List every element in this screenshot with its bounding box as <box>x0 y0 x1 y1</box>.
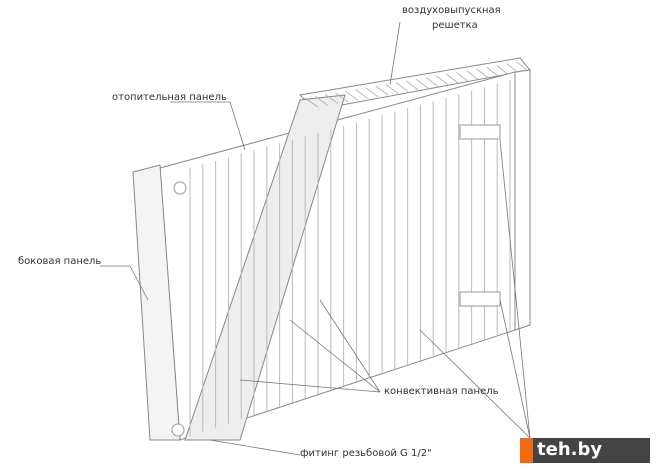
grille-slot <box>395 82 409 92</box>
label-fitting: фитинг резьбовой G 1/2" <box>300 448 432 459</box>
label-convective-panel: конвективная панель <box>384 386 499 397</box>
grille-slot <box>304 97 319 108</box>
grille-slot <box>385 83 399 94</box>
watermark: teh.by <box>520 438 650 463</box>
grille-slot <box>345 90 359 101</box>
bracket-bottom <box>459 291 501 307</box>
grille-slot <box>314 95 329 106</box>
watermark-text: teh.by <box>537 439 603 460</box>
grille-slot <box>425 77 439 87</box>
right-edge <box>514 69 531 331</box>
leader-lines <box>100 21 531 456</box>
grille-slot <box>506 63 519 74</box>
label-air-grille-2: решетка <box>432 20 478 31</box>
grille-slot <box>446 73 459 84</box>
grille-slot <box>516 61 529 72</box>
grille-slot <box>476 68 489 79</box>
fitting-top <box>173 181 187 195</box>
grille-slot <box>496 65 509 75</box>
grille-slot <box>466 70 479 80</box>
bracket-top <box>459 124 501 140</box>
grille-slot <box>415 78 429 89</box>
label-heating-panel: отопительная панель <box>112 92 227 103</box>
grille-slot <box>375 85 389 96</box>
side-panel <box>132 164 181 441</box>
grille-slots <box>304 61 529 108</box>
fitting-bottom <box>171 423 185 437</box>
grille-slot <box>456 71 469 82</box>
label-side-panel: боковая панель <box>18 256 102 267</box>
watermark-logo-icon <box>520 438 533 463</box>
grille-slot <box>324 94 339 104</box>
convector-fins <box>189 80 511 436</box>
grille-slot <box>435 75 449 86</box>
label-air-grille-1: воздуховыпускная <box>402 5 501 16</box>
grille-slot <box>335 92 349 103</box>
grille-slot <box>486 66 499 77</box>
grille-slot <box>405 80 419 91</box>
grille-slot <box>355 89 369 99</box>
grille-slot <box>365 87 379 98</box>
